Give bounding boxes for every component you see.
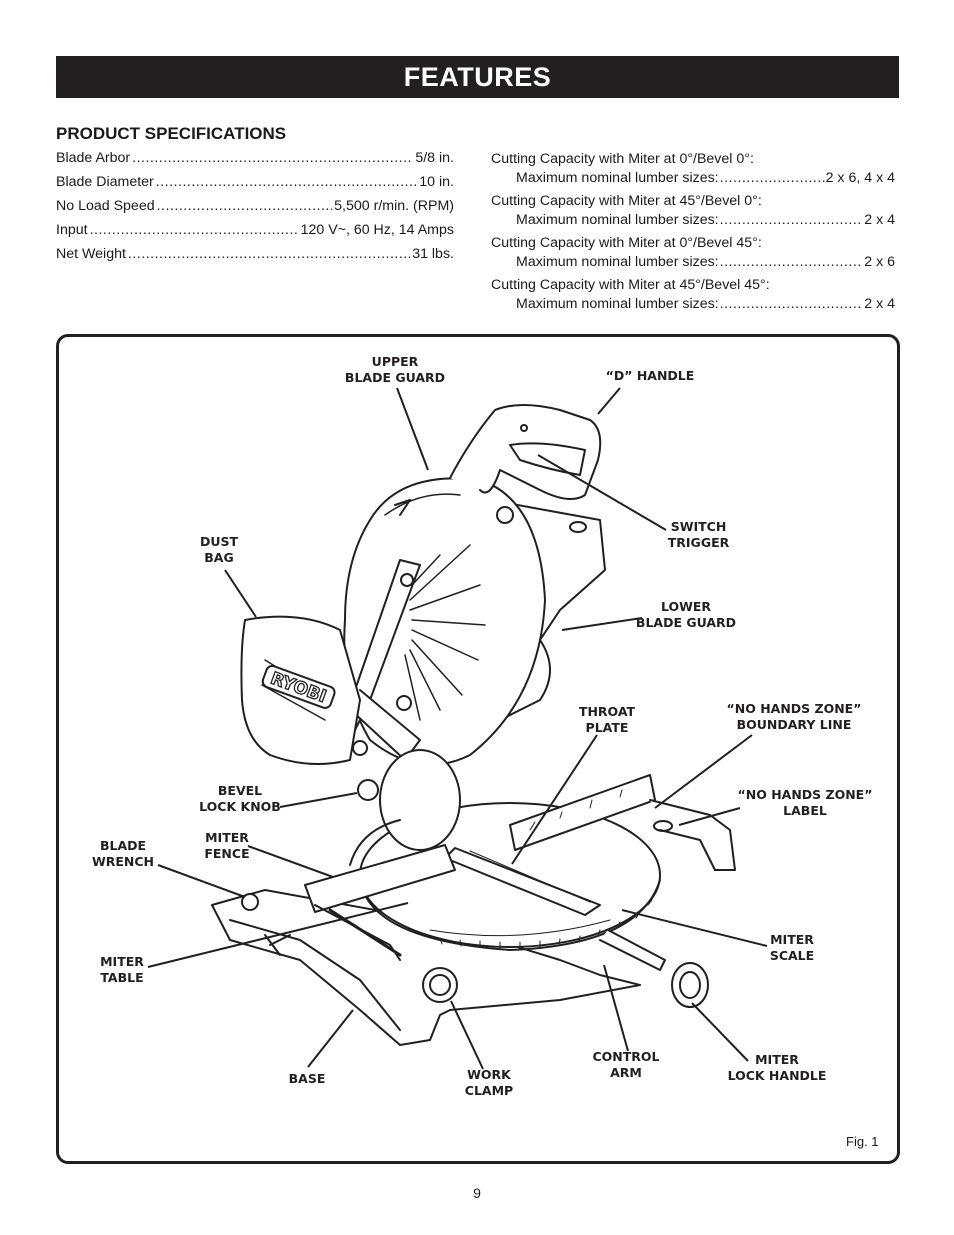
- capacity-value: 2 x 6: [864, 254, 895, 270]
- control-arm-shape: [599, 929, 666, 971]
- spec-row: Net Weight 31 lbs.: [56, 246, 454, 270]
- spec-value: 5/8 in.: [415, 150, 454, 166]
- figure-caption: Fig. 1: [846, 1134, 879, 1149]
- spec-row: No Load Speed 5,500 r/min. (RPM): [56, 198, 454, 222]
- label-throat-plate: THROAT PLATE: [578, 704, 636, 735]
- capacity-label: Maximum nominal lumber sizes:: [516, 170, 719, 186]
- spec-label: No Load Speed: [56, 198, 155, 214]
- label-lower-blade-guard: LOWER BLADE GUARD: [635, 599, 737, 630]
- label-miter-table: MITER TABLE: [100, 954, 144, 985]
- specs-left-list: Blade Arbor5/8 in. Blade Diameter10 in. …: [56, 150, 454, 270]
- capacity-value: 2 x 4: [864, 296, 895, 312]
- capacity-item: Cutting Capacity with Miter at 0°/Bevel …: [491, 150, 895, 192]
- d-handle-shape: [449, 404, 602, 500]
- label-switch-trigger: SWITCH TRIGGER: [667, 519, 730, 550]
- spec-label: Net Weight: [56, 246, 126, 262]
- leader-lines: [147, 387, 768, 1070]
- work-clamp-shape: [314, 904, 401, 961]
- spec-label: Blade Arbor: [56, 150, 131, 166]
- label-dust-bag: DUST BAG: [199, 534, 239, 565]
- spec-value: 120 V~, 60 Hz, 14 Amps: [300, 222, 454, 238]
- figure-frame: [56, 334, 900, 1164]
- section-title: FEATURES: [403, 61, 552, 92]
- capacity-item: Cutting Capacity with Miter at 45°/Bevel…: [491, 276, 895, 318]
- capacity-title: Cutting Capacity with Miter at 45°/Bevel…: [491, 193, 762, 209]
- spec-row: Input 120 V~, 60 Hz, 14 Amps: [56, 222, 454, 246]
- spec-row: Blade Arbor 5/8 in.: [56, 150, 454, 174]
- specs-heading: PRODUCT SPECIFICATIONS: [56, 124, 287, 143]
- label-miter-fence: MITER FENCE: [204, 830, 250, 861]
- spec-row: Blade Diameter 10 in.: [56, 174, 454, 198]
- capacity-label: Maximum nominal lumber sizes:: [516, 212, 719, 228]
- spec-label: Blade Diameter: [56, 174, 154, 190]
- label-no-hands-zone-line: “NO HANDS ZONE” BOUNDARY LINE: [726, 701, 862, 732]
- spec-value: 5,500 r/min. (RPM): [334, 198, 454, 214]
- label-d-handle: “D” HANDLE: [605, 368, 695, 383]
- capacity-label: Maximum nominal lumber sizes:: [516, 254, 719, 270]
- capacity-value: 2 x 4: [864, 212, 895, 228]
- label-base: BASE: [288, 1071, 326, 1086]
- capacity-item: Cutting Capacity with Miter at 45°/Bevel…: [491, 192, 895, 234]
- label-miter-scale: MITER SCALE: [769, 932, 815, 963]
- capacity-title: Cutting Capacity with Miter at 45°/Bevel…: [491, 277, 770, 293]
- spec-value: 10 in.: [419, 174, 454, 190]
- fence-left: [304, 844, 456, 913]
- label-upper-blade-guard: UPPER BLADE GUARD: [344, 354, 446, 385]
- spec-label: Input: [56, 222, 88, 238]
- capacity-value: 2 x 6, 4 x 4: [825, 170, 895, 186]
- capacity-item: Cutting Capacity with Miter at 0°/Bevel …: [491, 234, 895, 276]
- page-number: 9: [473, 1185, 481, 1201]
- label-miter-lock-handle: MITER LOCK HANDLE: [727, 1052, 827, 1083]
- capacity-title: Cutting Capacity with Miter at 0°/Bevel …: [491, 235, 762, 251]
- miter-lock-handle-shape: [671, 962, 709, 1008]
- capacity-title: Cutting Capacity with Miter at 0°/Bevel …: [491, 151, 754, 167]
- label-control-arm: CONTROL ARM: [592, 1049, 660, 1080]
- label-no-hands-zone-label: “NO HANDS ZONE” LABEL: [737, 787, 873, 818]
- label-work-clamp: WORK CLAMP: [464, 1067, 514, 1098]
- section-title-banner: FEATURES: [56, 56, 899, 98]
- label-bevel-lock-knob: BEVEL LOCK KNOB: [199, 783, 281, 814]
- label-blade-wrench: BLADE WRENCH: [91, 838, 155, 869]
- capacity-label: Maximum nominal lumber sizes:: [516, 296, 719, 312]
- fence-right: [509, 774, 656, 851]
- spec-value: 31 lbs.: [412, 246, 454, 262]
- specs-right-list: Cutting Capacity with Miter at 0°/Bevel …: [491, 150, 895, 318]
